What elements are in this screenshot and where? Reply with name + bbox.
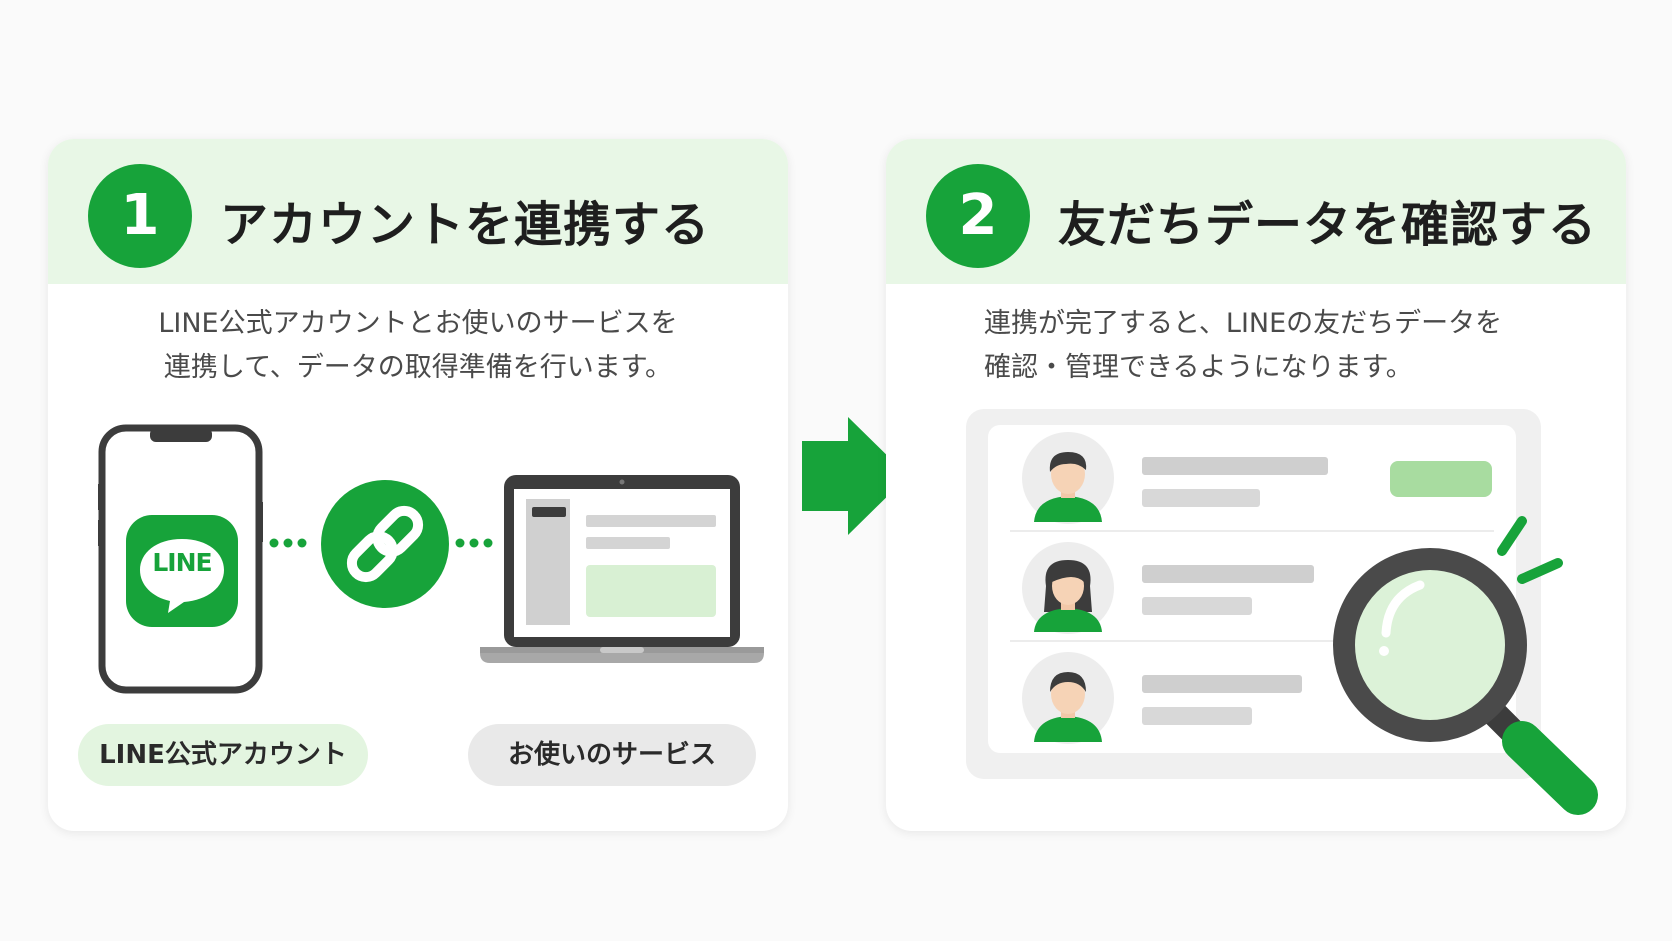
step-1-description: LINE公式アカウントとお使いのサービスを 連携して、データの取得準備を行います… [48, 302, 788, 390]
line-official-account-pill: LINE公式アカウント [78, 724, 368, 786]
step-2-title: 友だちデータを確認する [1058, 197, 1598, 253]
arrow-right-icon [802, 417, 908, 535]
line-app-icon [126, 515, 238, 627]
avatar-icon [1022, 652, 1114, 744]
step-2-number: 2 [926, 164, 1030, 268]
step-2-desc-line-2: 確認・管理できるようになります。 [984, 352, 1413, 383]
step-2-card: 2 友だちデータを確認する 連携が完了すると、LINEの友だちデータを 確認・管… [886, 139, 1626, 831]
your-service-pill: お使いのサービス [468, 724, 756, 786]
link-icon [321, 480, 449, 608]
step-2-desc-line-1: 連携が完了すると、LINEの友だちデータを [984, 308, 1503, 339]
step-2-header: 2 友だちデータを確認する [886, 139, 1626, 284]
avatar-icon [1022, 542, 1114, 634]
step-1-desc-line-1: LINE公式アカウントとお使いのサービスを [158, 308, 678, 339]
step-1-title: アカウントを連携する [220, 197, 711, 253]
step-2-description: 連携が完了すると、LINEの友だちデータを 確認・管理できるようになります。 [984, 302, 1604, 390]
dotted-connector-right [455, 538, 493, 548]
step-1-card: 1 アカウントを連携する LINE公式アカウントとお使いのサービスを 連携して、… [48, 139, 788, 831]
line-app-icon-text: LINE [152, 548, 212, 577]
dotted-connector-left [269, 538, 307, 548]
magnifier-icon [1333, 516, 1598, 815]
laptop-icon [480, 475, 764, 663]
step-1-number: 1 [88, 164, 192, 268]
step-1-header: 1 アカウントを連携する [48, 139, 788, 284]
step-1-desc-line-2: 連携して、データの取得準備を行います。 [163, 352, 673, 383]
avatar-icon [1022, 432, 1114, 524]
